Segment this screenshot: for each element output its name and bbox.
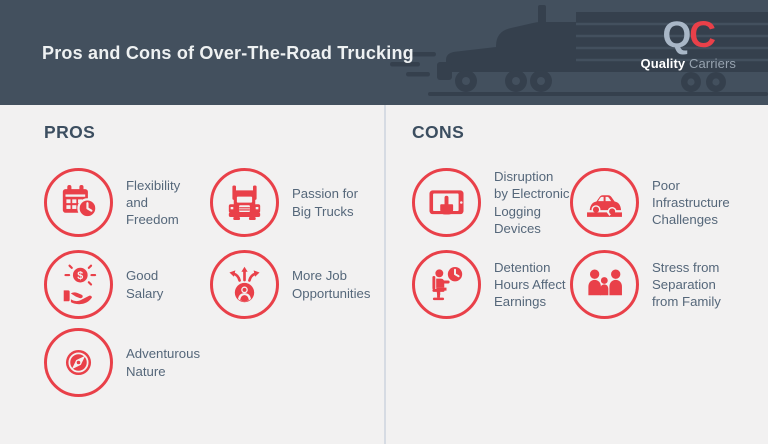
logo-name-secondary: Carriers [688, 56, 736, 71]
item-label: Stress from Separation from Family [652, 259, 721, 310]
quality-carriers-logo: QC Quality Carriers [640, 16, 736, 71]
logo-wordmark: Quality Carriers [640, 56, 736, 71]
pros-heading: PROS [44, 122, 96, 142]
hand-dollar-icon: $ [44, 250, 113, 319]
header-banner: Pros and Cons of Over-The-Road Trucking … [0, 0, 768, 105]
pros-item-big-trucks: Passion for Big Trucks [210, 168, 358, 237]
item-label: Adventurous Nature [126, 346, 201, 379]
seated-person-clock-icon [412, 250, 481, 319]
car-pothole-icon [570, 168, 639, 237]
item-label: Good Salary [126, 268, 164, 301]
cons-item-family-separation: Stress from Separation from Family [570, 250, 721, 319]
logo-letter-c: C [689, 14, 716, 55]
pros-item-salary: $ Good Salary [44, 250, 163, 319]
family-group-icon [570, 250, 639, 319]
cons-item-infrastructure: Poor Infrastructure Challenges [570, 168, 730, 237]
pros-item-flexibility: Flexibility and Freedom [44, 168, 180, 237]
item-label: Detention Hours Affect Earnings [494, 259, 566, 310]
item-label: Poor Infrastructure Challenges [652, 177, 730, 228]
page-title: Pros and Cons of Over-The-Road Trucking [42, 43, 414, 63]
pros-item-adventurous: Adventurous Nature [44, 328, 200, 397]
qc-monogram: QC [640, 16, 736, 53]
semi-truck-silhouette-icon [390, 5, 768, 96]
item-label: More Job Opportunities [292, 268, 371, 301]
compass-icon [44, 328, 113, 397]
column-divider [384, 105, 386, 444]
cons-item-detention-hours: Detention Hours Affect Earnings [412, 250, 566, 319]
truck-front-icon [210, 168, 279, 237]
item-label: Flexibility and Freedom [126, 177, 181, 228]
logo-letter-q: Q [662, 14, 691, 55]
pros-item-job-opportunities: More Job Opportunities [210, 250, 370, 319]
calendar-clock-icon [44, 168, 113, 237]
person-arrows-icon [210, 250, 279, 319]
tablet-touch-icon [412, 168, 481, 237]
cons-item-elog-devices: Disruption by Electronic Logging Devices [412, 168, 570, 237]
logo-name-primary: Quality [640, 56, 686, 71]
cons-heading: CONS [412, 122, 465, 142]
item-label: Passion for Big Trucks [292, 186, 358, 219]
svg-text:$: $ [77, 270, 83, 282]
item-label: Disruption by Electronic Logging Devices [494, 169, 570, 236]
